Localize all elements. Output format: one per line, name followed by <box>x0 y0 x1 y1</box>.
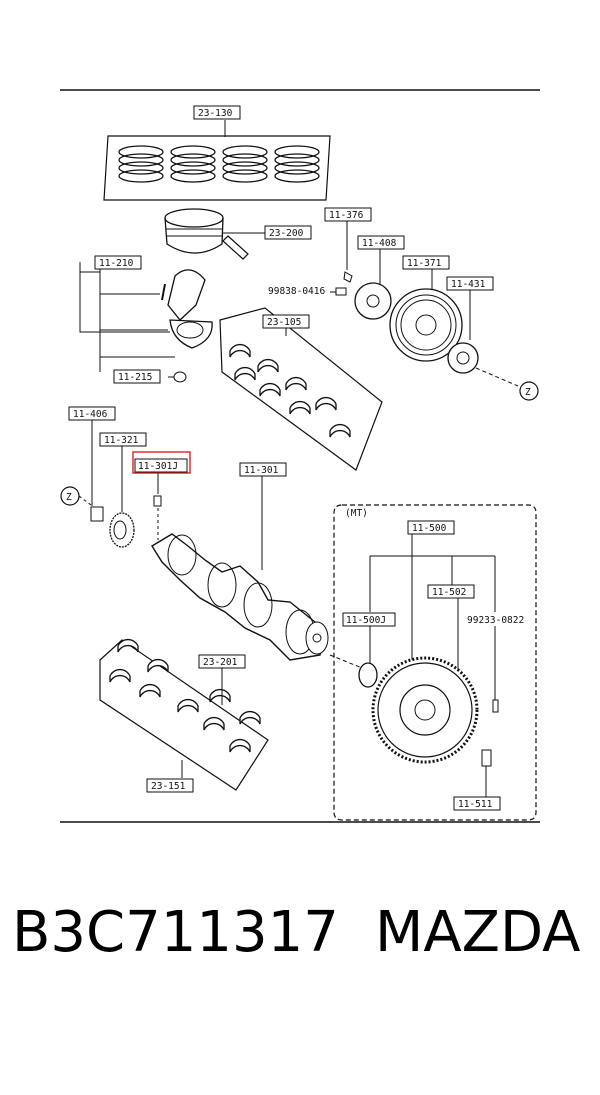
label-11-431: 11-431 <box>446 276 494 291</box>
label-99233-0822: 99233-0822 <box>467 615 524 626</box>
label-99838-0416: 99838-0416 <box>268 286 325 297</box>
svg-text:11-371: 11-371 <box>407 258 442 269</box>
label-11-406: 11-406 <box>68 406 116 421</box>
label-11-301: 11-301 <box>239 462 287 477</box>
svg-text:11-376: 11-376 <box>329 210 364 221</box>
svg-text:11-215: 11-215 <box>118 372 152 383</box>
z-letter-right: Z <box>525 387 531 398</box>
label-11-215: 11-215 <box>113 369 161 384</box>
svg-text:11-321: 11-321 <box>104 435 139 446</box>
conrod-bearing-set <box>219 307 383 471</box>
crankshaft <box>151 476 363 669</box>
label-23-201: 23-201 <box>198 654 246 669</box>
z-letter-left: Z <box>66 492 72 503</box>
label-11-500J: 11-500J <box>342 612 396 627</box>
brand-name: MAZDA <box>375 900 581 965</box>
timing-gear <box>78 420 135 548</box>
svg-text:11-301J: 11-301J <box>138 461 178 472</box>
label-11-371: 11-371 <box>402 255 450 270</box>
label-23-151: 23-151 <box>146 778 194 793</box>
svg-text:11-431: 11-431 <box>451 279 486 290</box>
svg-text:11-210: 11-210 <box>99 258 134 269</box>
piston <box>164 208 265 260</box>
label-23-200: 23-200 <box>264 225 312 240</box>
mt-flywheel-box <box>333 504 537 821</box>
label-11-376: 11-376 <box>324 207 372 222</box>
connecting-rod <box>79 262 213 383</box>
highlight-box <box>132 451 191 474</box>
label-11-321: 11-321 <box>99 432 147 447</box>
parts-diagram: 23-130 23-200 11-376 11-408 11-371 11-43… <box>60 89 540 823</box>
svg-text:23-201: 23-201 <box>203 657 238 668</box>
svg-text:23-151: 23-151 <box>151 781 186 792</box>
crank-key <box>153 472 162 540</box>
caption: B3C711317 MAZDA <box>0 900 600 980</box>
svg-text:23-130: 23-130 <box>198 108 233 119</box>
label-11-301J: 11-301J <box>134 458 188 473</box>
label-11-511: 11-511 <box>453 796 501 811</box>
label-11-408: 11-408 <box>357 235 405 250</box>
svg-text:23-200: 23-200 <box>269 228 304 239</box>
z-marker-right <box>519 381 539 401</box>
part-number: B3C711317 <box>12 900 339 965</box>
label-11-502: 11-502 <box>427 584 475 599</box>
main-bearing-set <box>99 638 269 791</box>
label-mt: (MT) <box>345 508 368 519</box>
label-11-500: 11-500 <box>407 520 455 535</box>
svg-text:11-301: 11-301 <box>244 465 279 476</box>
crank-pulley <box>330 220 519 387</box>
svg-text:11-500J: 11-500J <box>346 615 386 626</box>
piston-ring-set <box>103 120 331 201</box>
label-23-105: 23-105 <box>262 314 310 329</box>
svg-text:23-105: 23-105 <box>267 317 301 328</box>
svg-text:11-406: 11-406 <box>73 409 108 420</box>
svg-text:11-408: 11-408 <box>362 238 397 249</box>
svg-text:11-511: 11-511 <box>458 799 493 810</box>
svg-text:11-502: 11-502 <box>432 587 466 598</box>
svg-text:11-500: 11-500 <box>412 523 447 534</box>
label-11-210: 11-210 <box>94 255 142 270</box>
label-23-130: 23-130 <box>193 105 241 120</box>
